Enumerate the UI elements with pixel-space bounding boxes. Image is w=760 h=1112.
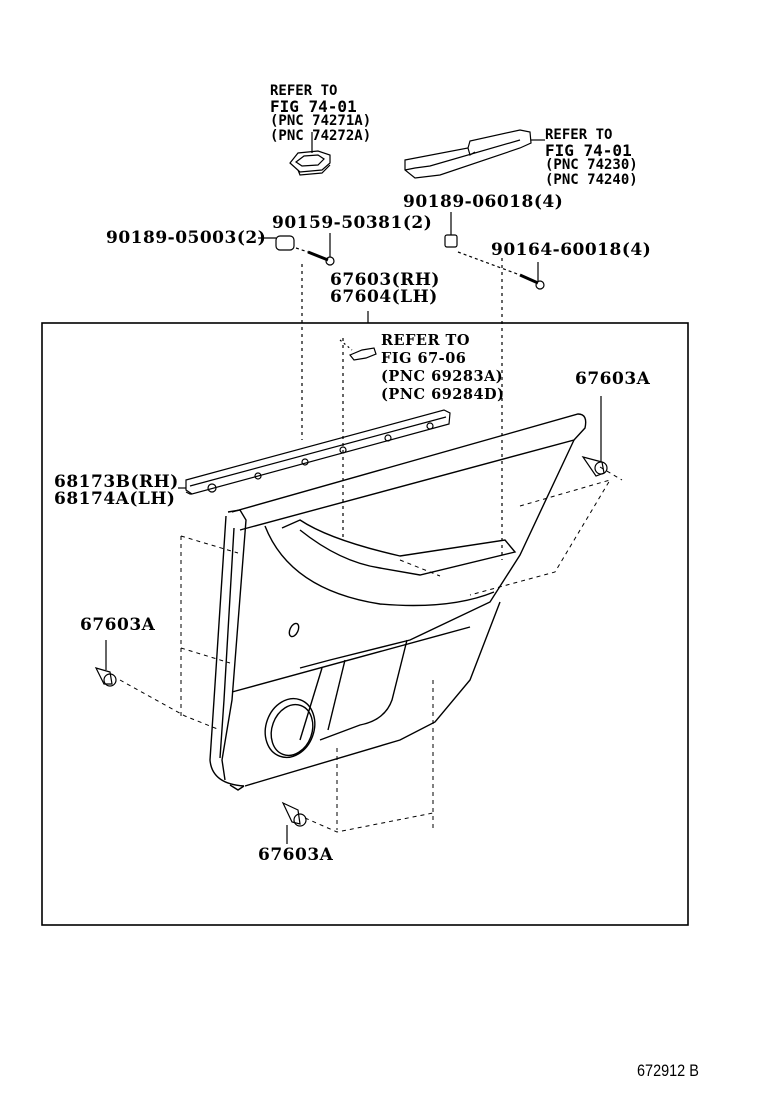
part-label-90164-60018[interactable]: 90164-60018(4): [491, 240, 652, 260]
weatherstrip-icon: [178, 409, 451, 495]
callout-refer-switch: REFER TO FIG 67-06 (PNC 69283A) (PNC 692…: [381, 332, 505, 403]
callout-refer-pull-handle: REFER TO FIG 74-01 (PNC 74230) (PNC 7424…: [545, 127, 638, 188]
part-label-67603A-bottom[interactable]: 67603A: [258, 845, 334, 865]
trim-clip-icon-bottom: [281, 801, 307, 844]
part-label-67603A-left[interactable]: 67603A: [80, 615, 156, 635]
trim-clip-icon-left: [94, 640, 117, 687]
trim-clip-icon-right: [581, 396, 608, 477]
part-label-67603-67604[interactable]: 67603(RH) 67604(LH): [330, 270, 440, 307]
screw-icon-2: [519, 262, 545, 290]
callout-refer-armrest-cover: REFER TO FIG 74-01 (PNC 74271A) (PNC 742…: [270, 83, 372, 144]
part-label-90189-05003[interactable]: 90189-05003(2): [106, 228, 267, 248]
switch-base-icon: [339, 339, 377, 361]
door-trim-panel-icon: [209, 413, 587, 791]
part-label-90189-06018[interactable]: 90189-06018(4): [403, 192, 564, 212]
screw-icon: [307, 233, 335, 266]
part-label-68173B-68174A[interactable]: 68173B(RH) 68174A(LH): [54, 472, 179, 509]
pull-handle-icon: [404, 129, 545, 179]
figure-number: 672912 B: [637, 1061, 699, 1080]
part-label-90159-50381[interactable]: 90159-50381(2): [272, 213, 433, 233]
assembly-frame: [41, 322, 689, 926]
armrest-cover-icon: [289, 132, 331, 176]
part-label-67603A-right[interactable]: 67603A: [575, 369, 651, 389]
clip-icon: [444, 212, 458, 248]
nut-icon: [258, 235, 295, 251]
